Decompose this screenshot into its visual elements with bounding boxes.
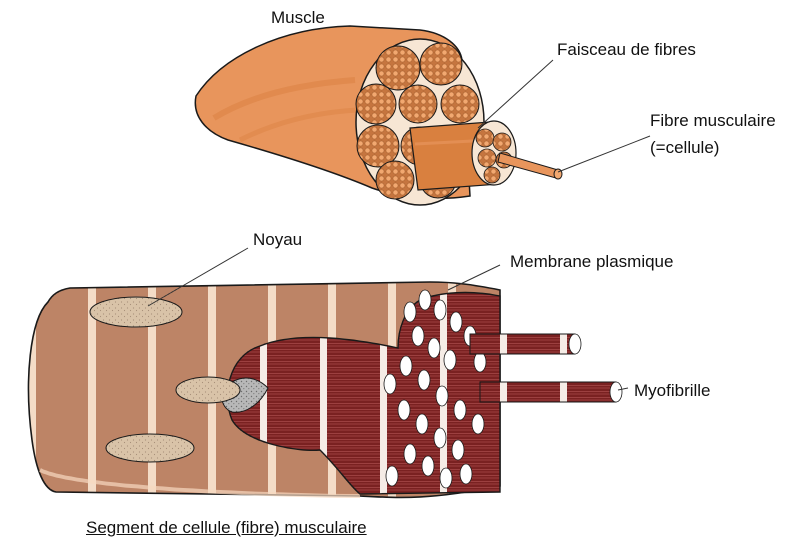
label-bundle: Faisceau de fibres (557, 40, 696, 60)
label-muscle: Muscle (271, 8, 325, 28)
diagram-caption: Segment de cellule (fibre) musculaire (86, 518, 367, 538)
label-nucleus: Noyau (253, 230, 302, 250)
muscle-illustration (195, 26, 562, 205)
label-fiber-line2: (=cellule) (650, 138, 719, 158)
label-myofibril: Myofibrille (634, 381, 711, 401)
fiber-segment-illustration (29, 282, 622, 497)
label-membrane: Membrane plasmique (510, 252, 673, 272)
label-fiber-line1: Fibre musculaire (650, 111, 776, 131)
